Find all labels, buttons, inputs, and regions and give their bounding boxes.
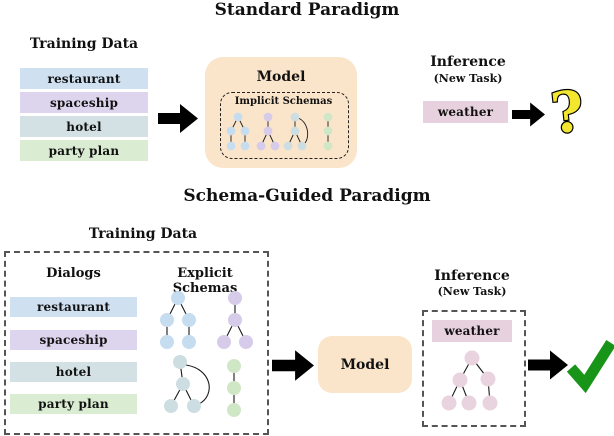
new-task-subheading-bottom: (New Task) — [437, 285, 507, 298]
model-box-bottom: Model — [318, 336, 412, 393]
training-data-heading-top: Training Data — [29, 36, 139, 52]
right-arrow-icon — [528, 350, 568, 380]
dialog-label: restaurant — [36, 300, 111, 314]
explicit-schemas-column-heading: Explicit Schemas — [172, 266, 238, 296]
checkmark-icon — [566, 340, 614, 394]
implicit-schemas-box — [220, 92, 349, 159]
dialog-row-hotel: hotel — [20, 116, 148, 137]
weather-task-row-bottom: weather — [432, 320, 512, 342]
dialog-row-party-plan: party plan — [20, 140, 148, 161]
dialog-row-restaurant: restaurant — [20, 68, 148, 89]
inference-heading-top: Inference — [430, 54, 506, 70]
dialog-label: restaurant — [47, 71, 121, 86]
schema-tree-weather — [441, 350, 498, 411]
dialog-label: party plan — [38, 397, 109, 411]
dialog-row-party-plan: party plan — [10, 394, 137, 414]
dialog-label: spaceship — [39, 333, 108, 347]
mini-tree-teal — [283, 112, 307, 151]
schema-tree-restaurant — [160, 291, 196, 349]
dialog-label: hotel — [55, 365, 92, 379]
inference-heading-bottom: Inference — [434, 268, 510, 284]
question-mark-icon: ? — [547, 77, 589, 148]
schema-tree-spaceship — [217, 291, 253, 349]
dialog-row-hotel: hotel — [10, 362, 137, 382]
inference-dashed-box — [422, 310, 526, 427]
dialog-label: party plan — [48, 143, 120, 158]
mini-tree-blue — [226, 112, 250, 151]
predicted-schema-tree-icon — [441, 350, 498, 411]
svg-text:?: ? — [548, 78, 588, 147]
training-data-heading-bottom: Training Data — [88, 226, 198, 242]
new-task-subheading-top: (New Task) — [433, 72, 503, 85]
task-label: weather — [437, 105, 494, 119]
schema-guided-paradigm-title: Schema-Guided Paradigm — [183, 186, 431, 206]
mini-tree-green — [323, 112, 333, 151]
standard-paradigm-title: Standard Paradigm — [214, 0, 400, 20]
training-data-dashed-box — [4, 251, 269, 435]
dialog-row-spaceship: spaceship — [10, 330, 137, 350]
implicit-schema-trees-icon — [226, 112, 333, 151]
model-label-top: Model — [256, 69, 306, 85]
right-arrow-icon — [272, 350, 314, 381]
right-arrow-icon — [158, 104, 198, 133]
dialog-row-spaceship: spaceship — [20, 92, 148, 113]
dialog-label: hotel — [66, 119, 102, 134]
mini-tree-purple — [256, 112, 280, 151]
dialogs-column-heading: Dialogs — [46, 266, 101, 281]
dialog-row-restaurant: restaurant — [10, 297, 137, 317]
schema-tree-hotel — [164, 355, 201, 413]
schema-tree-party-plan — [227, 359, 241, 417]
implicit-schemas-label: Implicit Schemas — [234, 96, 333, 107]
model-label-bottom: Model — [340, 356, 390, 373]
weather-task-row-top: weather — [423, 101, 508, 123]
right-arrow-icon — [512, 102, 545, 127]
explicit-schema-trees-icon — [160, 291, 253, 417]
task-label: weather — [444, 324, 500, 338]
dialog-label: spaceship — [49, 95, 119, 110]
